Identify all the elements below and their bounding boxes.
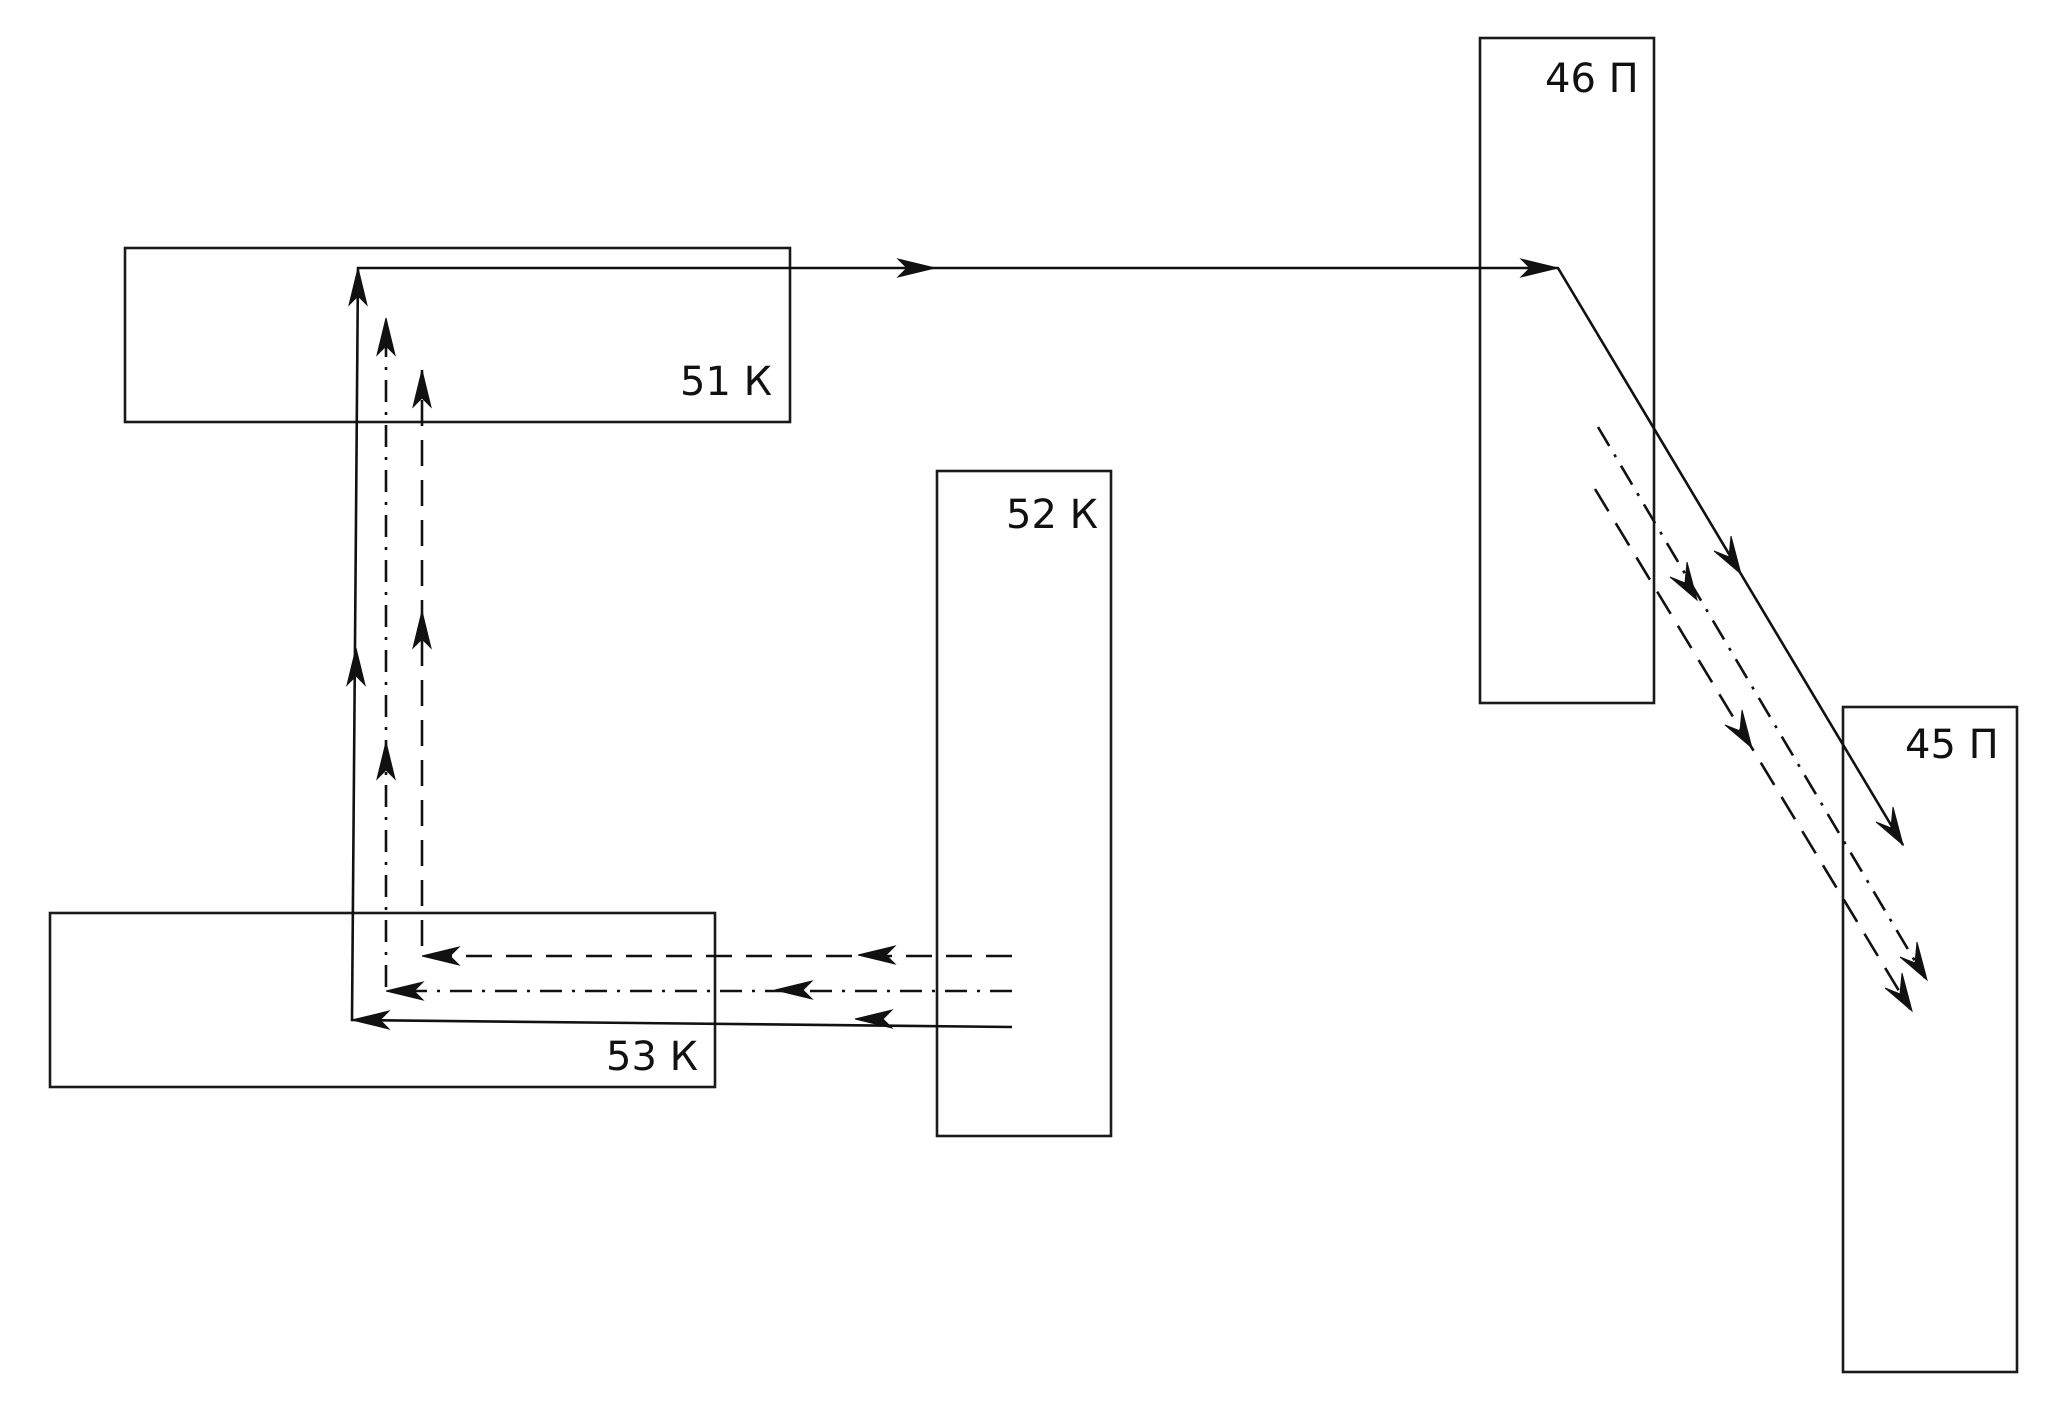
block-51: 51 К — [123, 246, 792, 424]
block-53-rect — [48, 911, 717, 1089]
block-51-label: 51 К — [680, 359, 772, 405]
route-solid — [346, 258, 1905, 1030]
block-46-rect — [1478, 36, 1656, 705]
route-dashdot-line — [384, 318, 1012, 993]
block-45: 45 П — [1841, 705, 2019, 1374]
route-dashdot — [376, 317, 1928, 1001]
block-51-rect — [123, 246, 792, 424]
arrow-dashdot-up-2 — [376, 317, 396, 357]
route-dashdot-diag — [1596, 426, 1927, 979]
block-46-label: 46 П — [1545, 56, 1639, 102]
arrow-dashed-up-1 — [412, 610, 432, 650]
arrow-solid-right-1 — [896, 258, 936, 278]
arrow-solid-left-1 — [854, 1009, 894, 1029]
arrow-dashdot-left-1 — [774, 980, 814, 1000]
arrow-dashdot-up-1 — [376, 741, 396, 781]
block-52: 52 К — [935, 469, 1113, 1138]
arrow-dashdot-diag-2 — [1899, 941, 1928, 982]
arrow-solid-left-2 — [351, 1010, 391, 1030]
block-45-label: 45 П — [1905, 722, 1999, 768]
arrow-dashed-diag-1 — [1724, 709, 1753, 750]
route-dashed-line — [420, 370, 1012, 958]
block-45-rect — [1841, 705, 2019, 1374]
arrow-dashed-diag-2 — [1884, 972, 1913, 1013]
route-dashed — [412, 369, 1913, 1013]
block-53: 53 К — [48, 911, 717, 1089]
block-53-label: 53 К — [606, 1034, 698, 1080]
arrow-dashed-up-2 — [412, 369, 432, 409]
arrow-solid-diag-1 — [1713, 535, 1742, 576]
block-52-rect — [935, 469, 1113, 1138]
arrow-dashed-left-1 — [857, 945, 897, 965]
arrow-dashdot-left-2 — [385, 981, 425, 1001]
block-46: 46 П — [1478, 36, 1656, 705]
arrow-solid-up-2 — [348, 267, 368, 307]
arrow-solid-up-1 — [346, 647, 366, 687]
arrow-dashed-left-2 — [421, 946, 461, 966]
arrow-solid-right-2 — [1519, 258, 1559, 278]
arrow-solid-diag-2 — [1875, 806, 1904, 847]
block-52-label: 52 К — [1006, 492, 1098, 538]
arrow-dashdot-diag-1 — [1669, 561, 1698, 602]
